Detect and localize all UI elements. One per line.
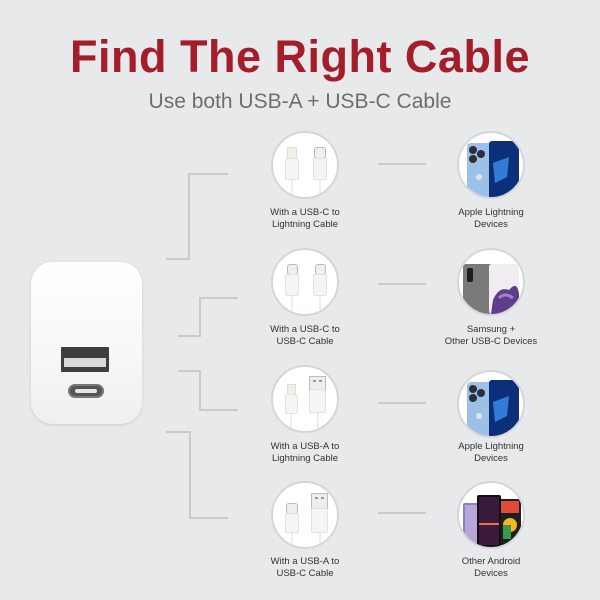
usb-c-port-icon [68, 384, 104, 398]
page-title: Find The Right Cable [70, 31, 530, 82]
wall-charger-image [31, 262, 142, 424]
page-subtitle: Use both USB-A + USB-C Cable [148, 90, 452, 113]
dash-row-1 [378, 163, 426, 165]
dash-row-4 [378, 512, 426, 514]
usb-a-to-lightning-cable-icon [271, 365, 339, 433]
iphone-icon [457, 370, 525, 438]
android-phones-icon [457, 481, 525, 549]
dash-row-2 [378, 283, 426, 285]
usb-a-port-icon [61, 347, 109, 372]
device-label-row-2: Samsung +Other USB-C Devices [444, 324, 538, 347]
iphone-icon [457, 131, 525, 199]
usb-c-to-usb-c-cable-icon [271, 248, 339, 316]
dash-row-3 [378, 402, 426, 404]
usb-c-to-lightning-cable-icon [271, 131, 339, 199]
samsung-phone-icon [457, 248, 525, 316]
usb-a-to-usb-c-cable-icon [271, 481, 339, 549]
